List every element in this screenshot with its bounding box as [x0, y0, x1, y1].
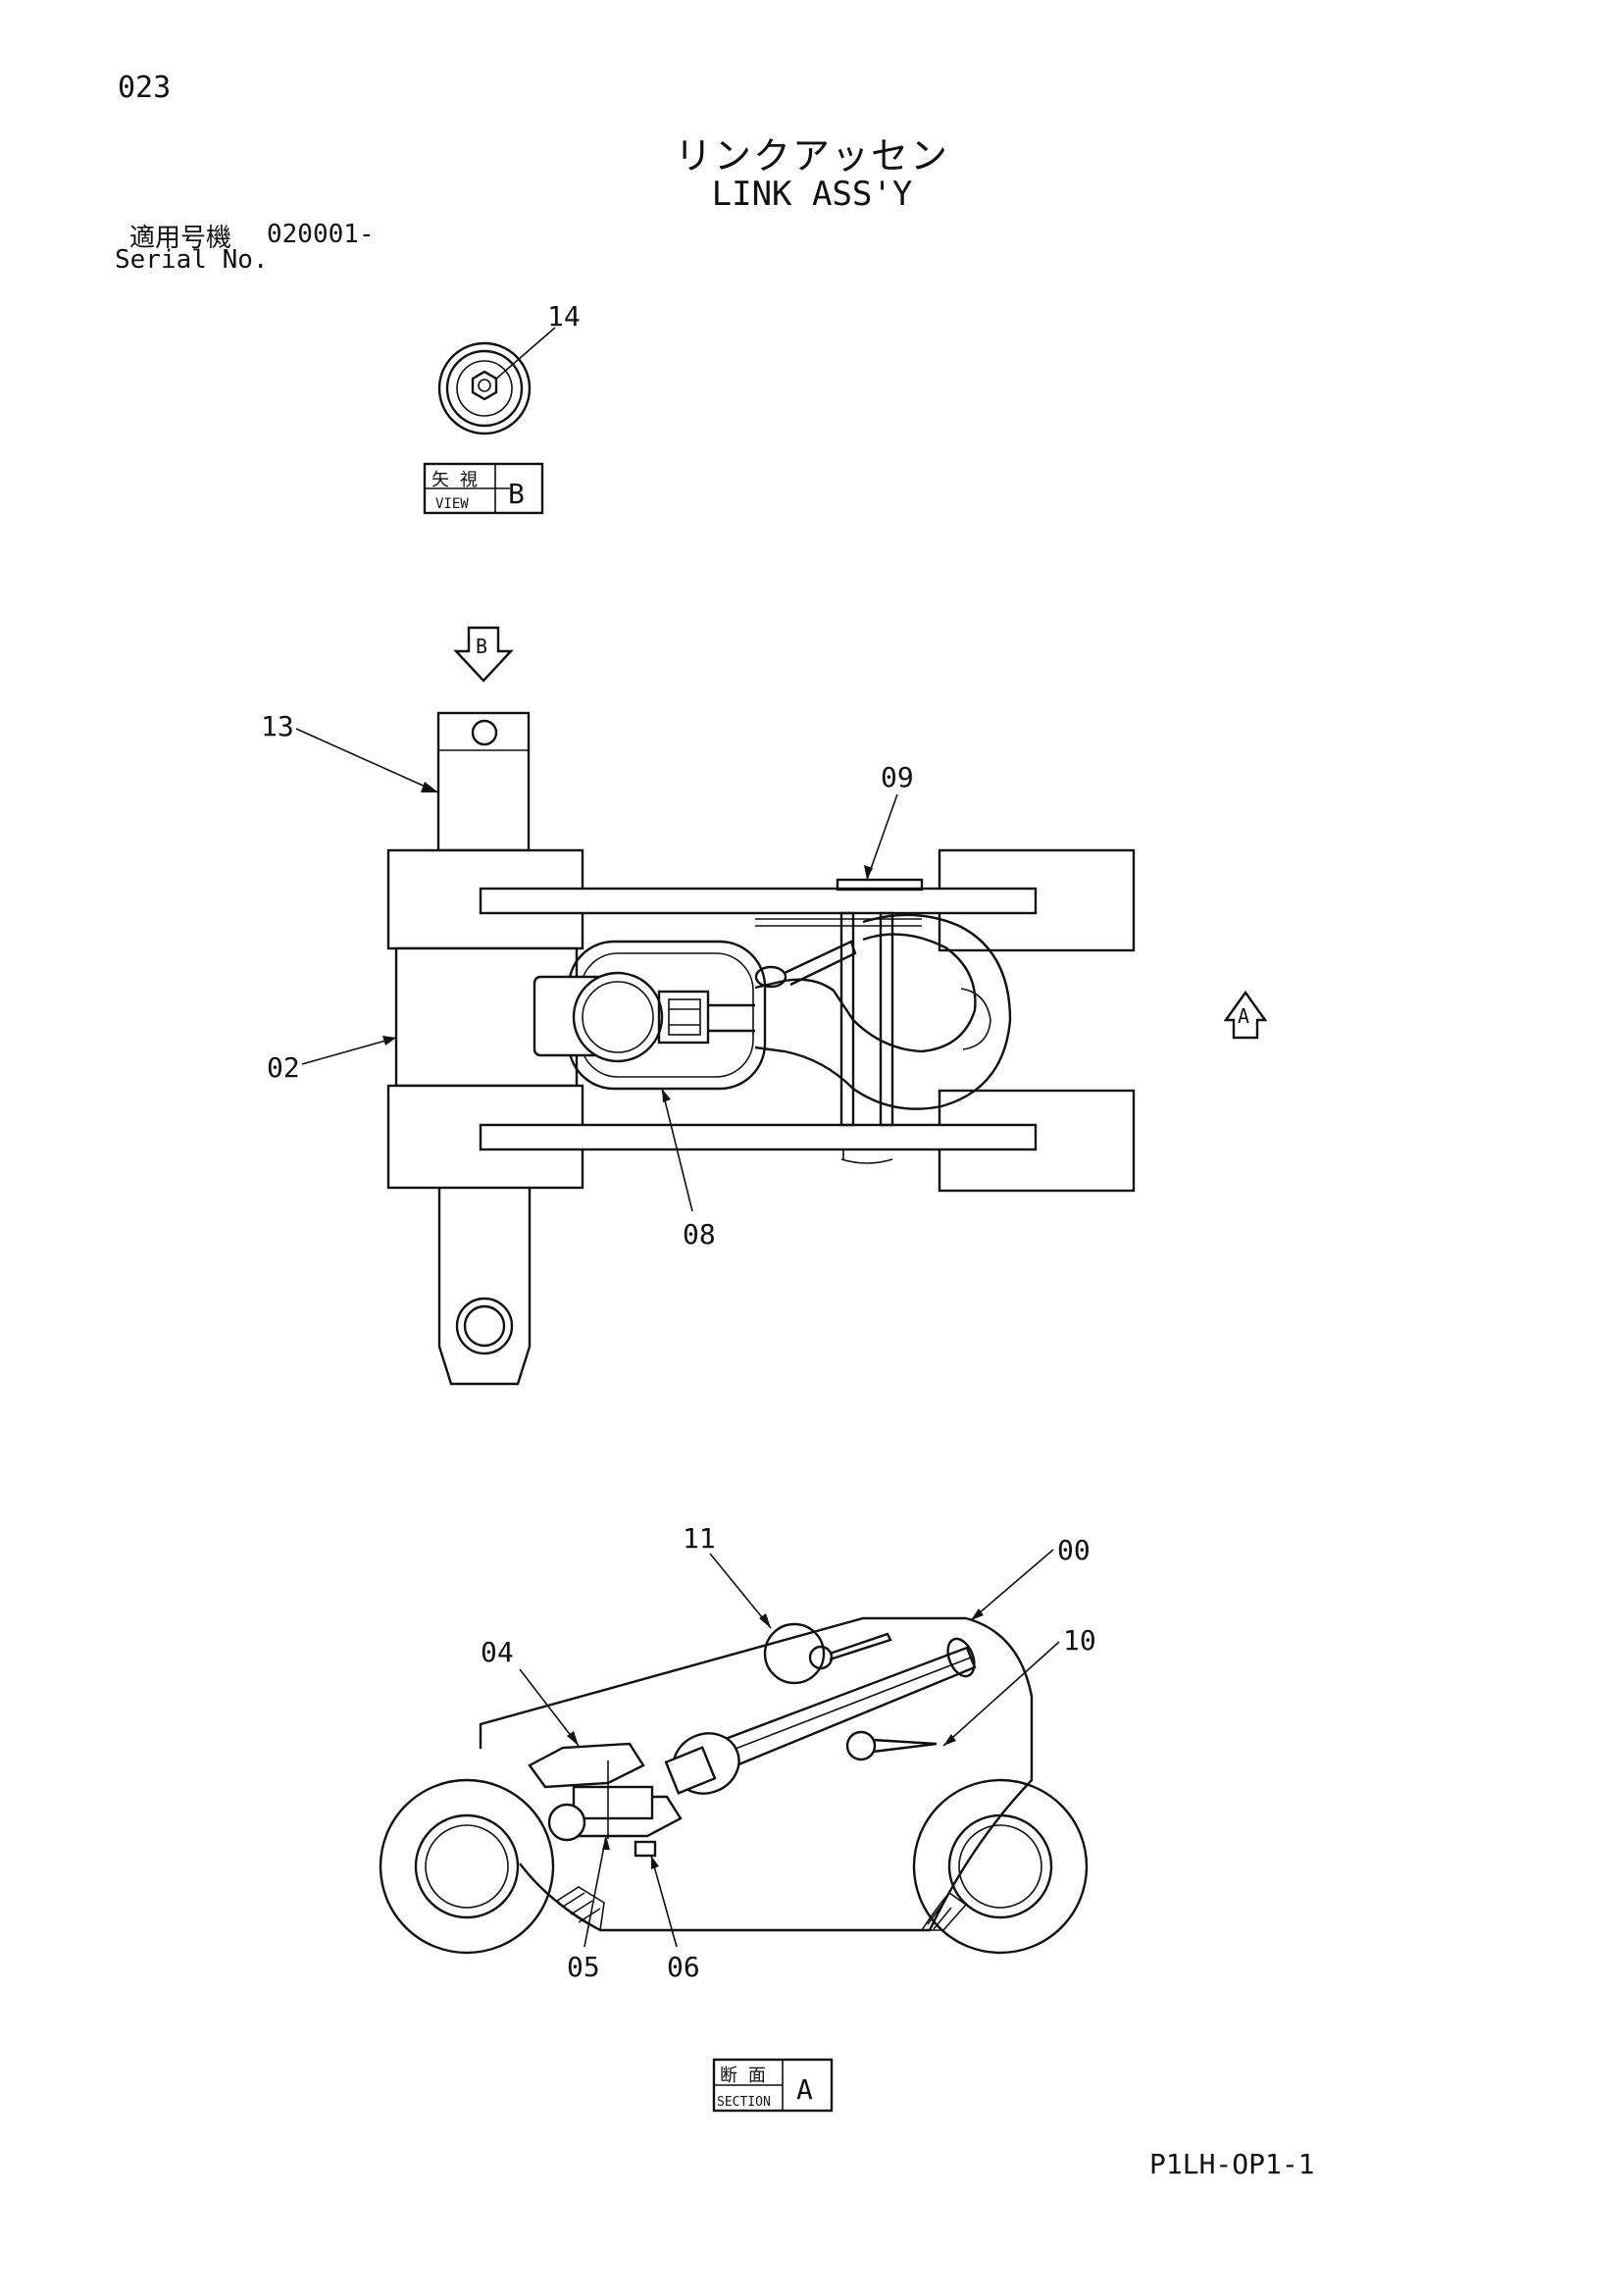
section-a-arrow-letter: A: [1238, 1004, 1249, 1028]
callout-13: 13: [261, 710, 294, 742]
section-a-arrow: A: [1223, 990, 1268, 1040]
callout-00: 00: [1057, 1534, 1091, 1566]
serial-label-japanese: 適用号機: [129, 224, 232, 253]
view-b-label-english: VIEW: [435, 496, 469, 512]
document-code: P1LH-OP1-1: [1149, 2148, 1315, 2180]
plan-view-drawing: [386, 711, 1136, 1386]
view-b-label-box: 矢 視 VIEW B: [423, 462, 544, 515]
callout-11: 11: [683, 1522, 716, 1555]
section-a-label-box: 断 面 SECTION A: [712, 2058, 834, 2113]
view-b-label-japanese: 矢 視: [431, 470, 478, 490]
page-title-japanese: リンクアッセン: [674, 134, 949, 178]
callout-10: 10: [1063, 1624, 1096, 1657]
view-b-drawing: 14: [437, 300, 581, 435]
serial-number-value: 020001-: [267, 220, 375, 249]
page-title-english: LINK ASS'Y: [711, 175, 913, 214]
section-a-label-japanese: 断 面: [720, 2066, 766, 2086]
view-b-label-letter: B: [508, 478, 525, 510]
callout-02: 02: [267, 1051, 300, 1084]
callout-04: 04: [481, 1636, 514, 1668]
section-a-label-letter: A: [796, 2073, 813, 2106]
callout-08: 08: [683, 1218, 716, 1250]
view-b-arrow: B: [453, 626, 514, 683]
callout-14: 14: [547, 300, 581, 332]
callout-09: 09: [881, 761, 914, 793]
callout-05: 05: [567, 1951, 600, 1983]
page-number: 023: [118, 71, 172, 105]
serial-label-english: Serial No.: [115, 245, 269, 275]
section-a-label-english: SECTION: [717, 2095, 771, 2110]
section-a-drawing: [379, 1616, 1089, 1955]
view-b-arrow-letter: B: [476, 635, 487, 658]
callout-06: 06: [667, 1951, 700, 1983]
